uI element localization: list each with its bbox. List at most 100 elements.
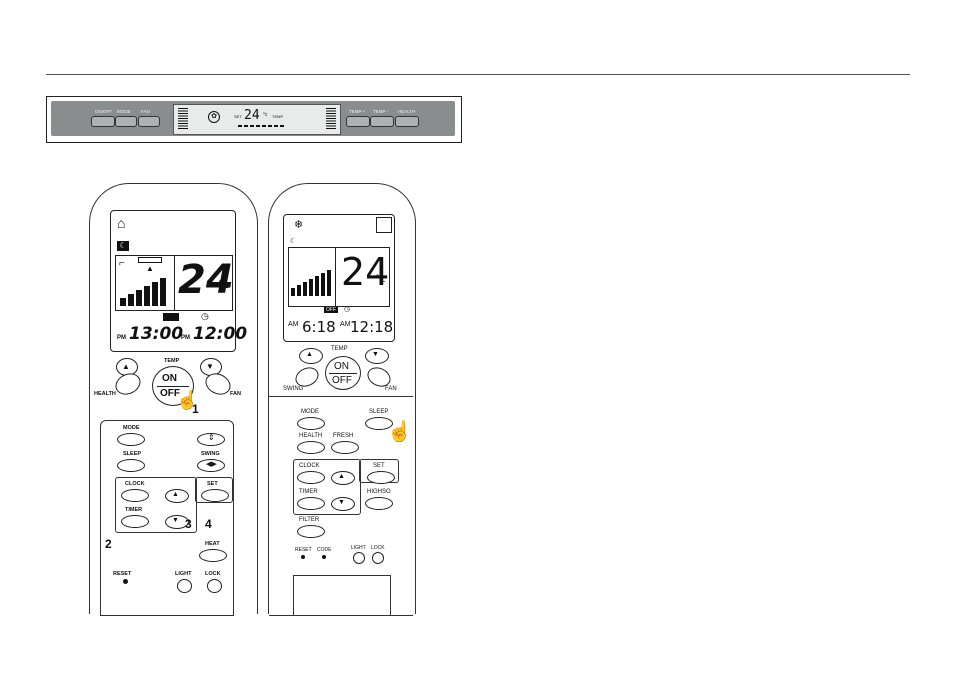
panel-temp-minus-button[interactable] (370, 116, 394, 127)
swing-leftright-icon: ◀▶ (206, 461, 217, 468)
remote2-mode-button[interactable] (297, 417, 325, 430)
remote2-lcd: ❄ ☾ 24 °c OFF ◷ AM 6:18 AM 12:18 (283, 214, 395, 342)
remote2-up-button[interactable]: ▲ (331, 471, 355, 485)
remote2-light-button[interactable] (353, 552, 365, 564)
triangle-up-icon: ▲ (122, 362, 130, 371)
remote1-light-button[interactable] (177, 579, 192, 593)
remote1-time-left: 13:00 (129, 324, 184, 344)
remote2-ampm-right: AM (340, 321, 351, 328)
fan-icon: ✿ (208, 111, 220, 123)
panel-temp-plus-button[interactable] (346, 116, 370, 127)
panel-fan-button[interactable] (138, 116, 160, 127)
triangle-up-icon: ▲ (338, 473, 345, 480)
pointing-hand-icon: ☝ (176, 390, 199, 410)
remote1-timer-button[interactable] (121, 515, 149, 528)
panel-temp-value: 24 (244, 108, 260, 123)
triangle-down-icon: ▼ (372, 351, 379, 358)
fan-speed-icon: ▲ (146, 264, 154, 273)
remote2-swing-label: SWING (283, 386, 304, 392)
remote2-health-button[interactable] (297, 441, 325, 454)
remote2-highso-button[interactable] (365, 497, 393, 510)
remote2-sleep-button[interactable] (365, 417, 393, 430)
remote1-sleep-label: SLEEP (123, 451, 142, 457)
panel-health-button[interactable] (395, 116, 419, 127)
remote1-swing-button[interactable]: ◀▶ (197, 459, 225, 472)
remote1-mode-button[interactable] (117, 433, 145, 446)
step-3: 3 (185, 517, 192, 531)
remote2-temp-up-button[interactable]: ▲ (299, 348, 323, 364)
remote1-set-label: SET (207, 481, 218, 487)
remote1-mode-label: MODE (123, 425, 140, 431)
remote2-filter-label: FILTER (299, 517, 320, 523)
remote2-timer-button[interactable] (297, 497, 325, 510)
remote2-timer-label: TIMER (299, 489, 318, 495)
panel-label-temp-plus: TEMP + (349, 109, 366, 114)
triangle-down-icon: ▼ (172, 517, 179, 524)
panel-display: ✿ SET 24 °c TEMP (173, 104, 341, 135)
panel-fan-bar (238, 125, 284, 127)
remote2-temp-label: TEMP (331, 346, 348, 352)
remote1-sleep-button[interactable] (117, 459, 145, 472)
remote2-fresh-label: FRESH (333, 433, 354, 439)
panel-label-temp-minus: TEMP - (373, 109, 389, 114)
remote1-clock-button[interactable] (121, 489, 149, 502)
remote1-reset-label: RESET (113, 571, 132, 577)
remote2-clock-label: CLOCK (299, 463, 320, 469)
remote1-set-group (195, 477, 233, 503)
remote1-ampm-left: PM (117, 335, 126, 341)
remote2-onoff-button[interactable]: ON OFF (325, 356, 361, 390)
remote2-set-button[interactable] (367, 471, 395, 484)
remote2-filter-button[interactable] (297, 525, 325, 538)
remote1-lock-button[interactable] (207, 579, 222, 593)
remote1-light-label: LIGHT (175, 571, 192, 577)
fan-speed-bars (291, 270, 331, 296)
remote2-code-label: CODE (317, 547, 332, 553)
triangle-down-icon: ▼ (206, 362, 214, 371)
triangle-up-icon: ▲ (306, 351, 313, 358)
remote2-lower-panel: MODE SLEEP ☝ HEALTH FRESH CLOCK ▲ SET TI… (269, 396, 413, 616)
remote1-health-button[interactable] (111, 369, 145, 399)
remote2-light-label: LIGHT (351, 545, 366, 551)
fan-speed-bars (120, 278, 166, 306)
remote2-timer-group (293, 459, 361, 515)
sleep-moon-icon: ☾ (290, 238, 297, 245)
step-1: 1 (192, 402, 199, 416)
remote1-ampm-right: PM (181, 335, 190, 341)
panel-onoff-button[interactable] (91, 116, 115, 127)
remote-control-2: ❄ ☾ 24 °c OFF ◷ AM 6:18 AM 12:18 ▲ TEMP … (268, 183, 416, 616)
remote1-timer-group (115, 477, 197, 533)
remote1-up-button[interactable]: ▲ (165, 489, 189, 503)
timer-off-badge (163, 313, 179, 321)
remote1-onoff-button[interactable]: ON OFF (152, 366, 194, 406)
remote1-temp-unit: °c (218, 278, 231, 291)
louver-icon (138, 257, 162, 263)
clock-icon: ◷ (201, 311, 209, 321)
remote1-heat-label: HEAT (205, 541, 220, 547)
remote2-lock-button[interactable] (372, 552, 384, 564)
remote1-lcd-main: ⌐ ▲ 24 °c (115, 255, 234, 311)
remote2-temp-down-button[interactable]: ▼ (365, 348, 389, 364)
remote2-clock-button[interactable] (297, 471, 325, 484)
remote1-reset-hole[interactable] (123, 579, 128, 584)
remote1-swing-label: SWING (201, 451, 220, 457)
indoor-unit-panel: ON/OFF MODE FAN ✿ SET 24 °c TEMP TEMP + … (46, 96, 462, 143)
remote2-reset-hole[interactable] (301, 555, 305, 559)
panel-label-mode: MODE (117, 109, 131, 114)
remote2-down-button[interactable]: ▼ (331, 497, 355, 511)
remote1-swing-vertical-button[interactable]: ⇕ (197, 433, 225, 446)
remote2-temp: 24 (341, 250, 390, 294)
remote1-set-button[interactable] (201, 489, 229, 502)
panel-mode-button[interactable] (115, 116, 137, 127)
remote2-off-badge: OFF (324, 307, 338, 313)
remote2-sleep-label: SLEEP (369, 409, 389, 415)
snowflake-icon: ❄ (294, 219, 304, 231)
remote1-time-right: 12:00 (193, 324, 248, 344)
remote2-ampm-left: AM (288, 321, 299, 328)
remote1-down-button[interactable]: ▼ (165, 515, 189, 529)
remote2-code-hole[interactable] (322, 555, 326, 559)
remote1-lower-panel: MODE ⇕ SLEEP SWING ◀▶ CLOCK ▲ SET TIMER … (100, 420, 234, 616)
remote2-fresh-button[interactable] (331, 441, 359, 454)
remote1-heat-button[interactable] (199, 549, 227, 562)
panel-face: ON/OFF MODE FAN ✿ SET 24 °c TEMP TEMP + … (51, 101, 455, 136)
remote1-health-label: HEALTH (94, 391, 116, 397)
